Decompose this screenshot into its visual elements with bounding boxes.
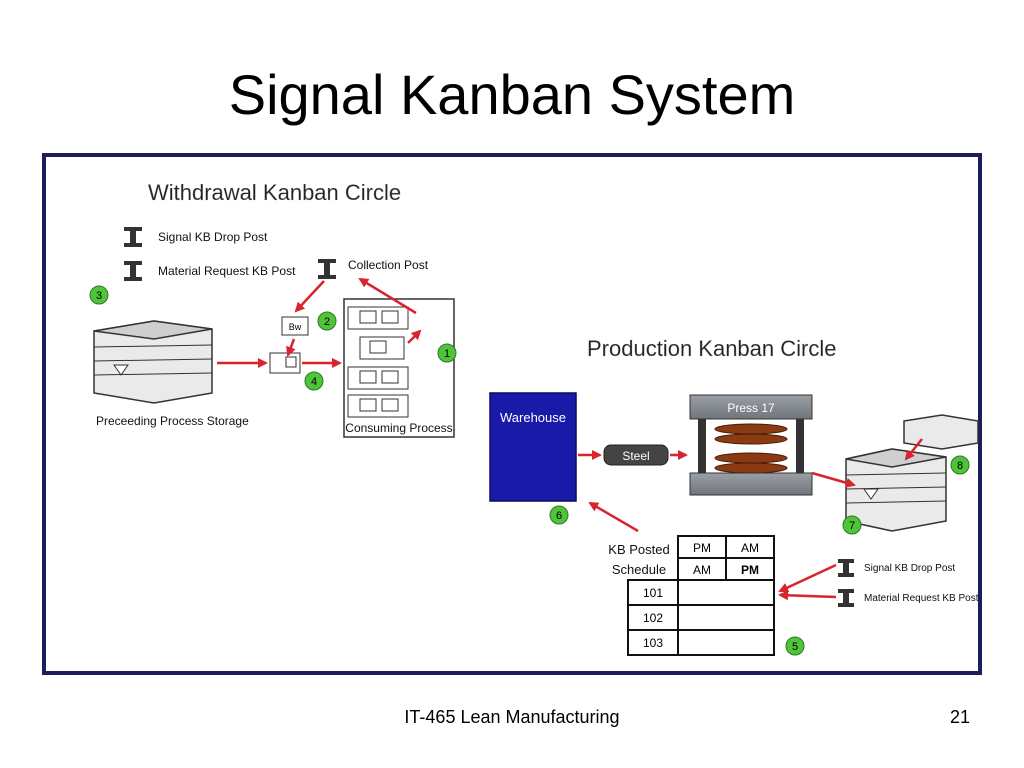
bw-card-left: [281, 316, 309, 336]
schedule-header-1: PM: [693, 541, 711, 555]
step-4-label: 4: [311, 376, 317, 388]
steel-pill: [603, 444, 669, 466]
right-material-post-label: Material Request KB Post: [864, 593, 979, 604]
kanban-box: [269, 352, 301, 374]
preceding-storage-label: Preceeding Process Storage: [96, 414, 249, 428]
slide-title: Signal Kanban System: [228, 63, 796, 126]
step-1-label: 1: [444, 348, 450, 360]
step-3-badge: [89, 285, 109, 305]
production-arrows: [578, 438, 923, 601]
page-number: 21: [949, 707, 970, 727]
right-signal-post-icon: [838, 559, 854, 577]
schedule-subheader-2: PM: [741, 563, 759, 577]
step-4-badge: [304, 371, 324, 391]
signal-post-icon: [124, 227, 142, 247]
consuming-process-label: Consuming Process: [345, 421, 452, 435]
production-circle-title: Production Kanban Circle: [587, 336, 836, 361]
press-machine: [689, 394, 813, 496]
step-8-label: 8: [957, 460, 963, 472]
consuming-process-bins: [347, 306, 409, 418]
withdrawal-circle-title: Withdrawal Kanban Circle: [148, 180, 401, 205]
bw-card-left-label: Bw: [289, 322, 302, 332]
warehouse-box: [489, 392, 577, 502]
schedule-header-2: AM: [741, 541, 759, 555]
material-post-icon: [124, 261, 142, 281]
right-signal-post-label: Signal KB Drop Post: [864, 563, 955, 574]
step-5-label: 5: [792, 641, 798, 653]
step-3-label: 3: [96, 290, 102, 302]
collection-post-label: Collection Post: [348, 258, 429, 272]
step-5-badge: [785, 636, 805, 656]
step-2-label: 2: [324, 316, 330, 328]
withdrawal-arrows: [217, 277, 422, 368]
step-6-badge: [549, 505, 569, 525]
right-material-post-icon: [838, 589, 854, 607]
kb-posted-label: KB Posted: [608, 542, 669, 557]
schedule-subheader-1: AM: [693, 563, 711, 577]
collection-post-icon: [318, 259, 336, 279]
step-7-badge: [842, 515, 862, 535]
step-1-badge: [437, 343, 457, 363]
schedule-row-2: 102: [643, 611, 663, 625]
steel-label: Steel: [622, 449, 649, 463]
legend-signal-post: Signal KB Drop Post: [158, 230, 268, 244]
press-label: Press 17: [727, 401, 775, 415]
schedule-label: Schedule: [612, 562, 666, 577]
signal-kanban-diagram: Withdrawal Kanban Circle Signal KB Drop …: [42, 153, 982, 675]
step-2-badge: [317, 311, 337, 331]
warehouse-label: Warehouse: [500, 410, 566, 425]
schedule-table: [627, 535, 775, 656]
slide-footer: IT-465 Lean Manufacturing: [404, 707, 620, 727]
step-6-label: 6: [556, 510, 562, 522]
consuming-process-box: [343, 298, 455, 438]
schedule-row-1: 101: [643, 586, 663, 600]
preceding-storage-icon: [93, 320, 213, 404]
legend-material-post: Material Request KB Post: [158, 264, 296, 278]
step-7-label: 7: [849, 520, 855, 532]
step-8-badge: [950, 455, 970, 475]
schedule-row-3: 103: [643, 636, 663, 650]
